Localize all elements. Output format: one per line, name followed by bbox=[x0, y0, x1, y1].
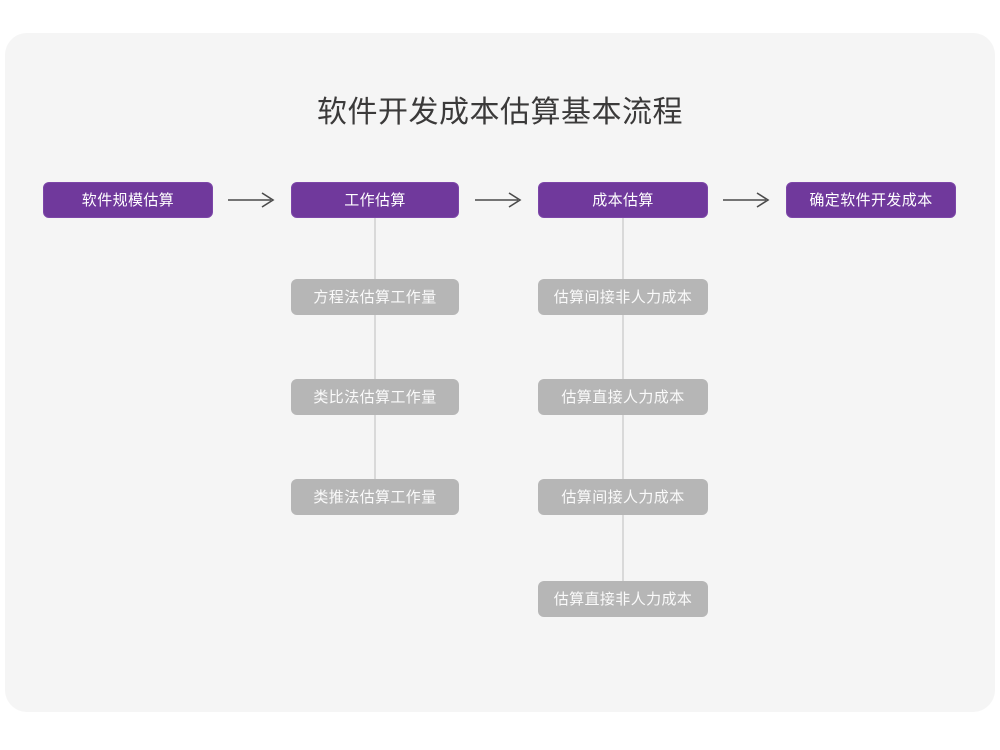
page-title: 软件开发成本估算基本流程 bbox=[317, 95, 683, 130]
flow-node-determine-development-cost[interactable]: 确定软件开发成本 bbox=[786, 182, 956, 218]
branch-node-direct-nonlabor-cost[interactable]: 估算直接非人力成本 bbox=[538, 581, 708, 617]
connector-line-work bbox=[374, 218, 376, 498]
right-arrow-icon-2 bbox=[473, 190, 525, 210]
branch-node-analogy-method-workload[interactable]: 类比法估算工作量 bbox=[291, 379, 459, 415]
flow-node-cost-estimation[interactable]: 成本估算 bbox=[538, 182, 708, 218]
branch-node-indirect-nonlabor-cost[interactable]: 估算间接非人力成本 bbox=[538, 279, 708, 315]
branch-node-equation-method-workload[interactable]: 方程法估算工作量 bbox=[291, 279, 459, 315]
right-arrow-icon-3 bbox=[721, 190, 773, 210]
diagram-card bbox=[5, 33, 995, 712]
branch-node-indirect-labor-cost[interactable]: 估算间接人力成本 bbox=[538, 479, 708, 515]
branch-node-inference-method-workload[interactable]: 类推法估算工作量 bbox=[291, 479, 459, 515]
right-arrow-icon-1 bbox=[226, 190, 278, 210]
flow-node-software-scale-estimation[interactable]: 软件规模估算 bbox=[43, 182, 213, 218]
branch-node-direct-labor-cost[interactable]: 估算直接人力成本 bbox=[538, 379, 708, 415]
flow-node-work-estimation[interactable]: 工作估算 bbox=[291, 182, 459, 218]
